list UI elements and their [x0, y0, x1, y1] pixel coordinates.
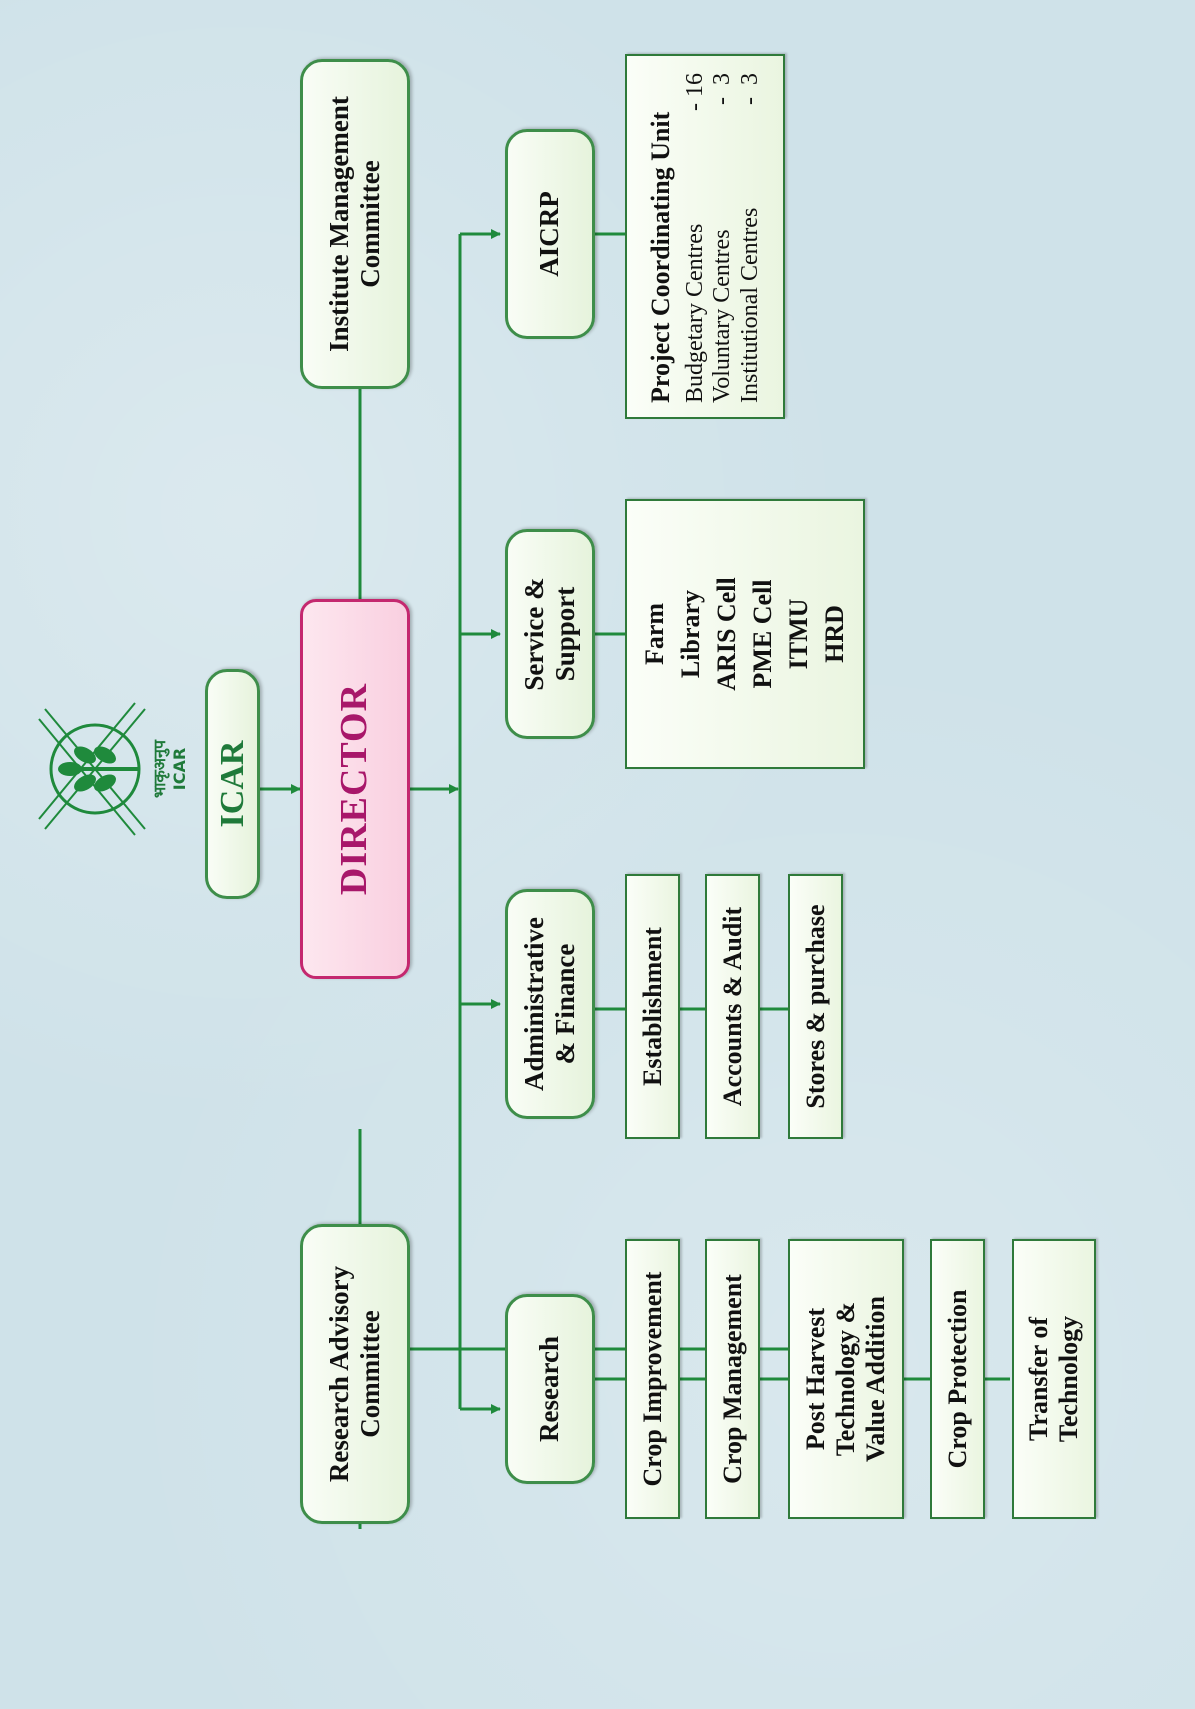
- rac-line-2: Committee: [355, 1310, 385, 1438]
- research-unit-transfer-of-technology: Transfer of Technology: [1012, 1239, 1096, 1519]
- division-admin-finance: Administrative & Finance: [505, 889, 595, 1119]
- division-service-support: Service & Support: [505, 529, 595, 739]
- research-advisory-committee-box: Research Advisory Committee: [300, 1224, 410, 1524]
- pcu-title: Project Coordinating Unit: [645, 111, 675, 403]
- research-unit-crop-improvement: Crop Improvement: [625, 1239, 680, 1519]
- division-research: Research: [505, 1294, 595, 1484]
- service-unit-library: Library: [676, 589, 706, 679]
- research-unit-crop-management: Crop Management: [705, 1239, 760, 1519]
- pcu-row-voluntary: Voluntary Centres - 3: [709, 73, 737, 403]
- service-unit-itmu: ITMU: [783, 598, 813, 670]
- imc-line-2: Committee: [355, 160, 385, 288]
- division-aicrp-label: AICRP: [534, 191, 565, 277]
- logo-hindi-text: भाकृअनुप: [150, 739, 170, 798]
- wheat-emblem-icon: भाकृअनुप ICAR: [38, 702, 189, 836]
- research-unit-label: Transfer of: [1024, 1317, 1054, 1441]
- service-unit-farm: Farm: [640, 602, 670, 666]
- icar-box: ICAR: [205, 669, 260, 899]
- division-research-label: Research: [534, 1336, 565, 1442]
- research-unit-label: Crop Protection: [942, 1289, 972, 1469]
- pcu-row-value: - 16: [681, 73, 708, 111]
- director-label: DIRECTOR: [333, 682, 376, 896]
- service-unit-aris-cell: ARIS Cell: [712, 577, 742, 691]
- admin-unit-label: Accounts & Audit: [717, 906, 747, 1107]
- research-unit-label: Value Addition: [860, 1296, 890, 1462]
- service-unit-hrd: HRD: [819, 605, 849, 663]
- division-service-label-1: Service &: [518, 577, 549, 691]
- pcu-row-value: - 3: [736, 73, 763, 105]
- director-box: DIRECTOR: [300, 599, 410, 979]
- icar-logo: भाकृअनुप ICAR: [25, 689, 195, 849]
- project-coordinating-unit-box: Project Coordinating Unit Budgetary Cent…: [625, 54, 785, 419]
- research-unit-label: Crop Improvement: [637, 1271, 667, 1487]
- pcu-row-label: Institutional Centres: [736, 207, 763, 403]
- service-units-box: Farm Library ARIS Cell PME Cell ITMU HRD: [625, 499, 865, 769]
- imc-line-1: Institute Management: [323, 96, 354, 352]
- service-unit-pme-cell: PME Cell: [748, 579, 777, 689]
- division-service-label-2: Support: [550, 586, 580, 682]
- division-admin-label-1: Administrative: [518, 917, 549, 1091]
- research-unit-label: Crop Management: [717, 1274, 747, 1484]
- admin-unit-accounts-audit: Accounts & Audit: [705, 874, 760, 1139]
- admin-unit-stores-purchase: Stores & purchase: [788, 874, 843, 1139]
- rac-line-1: Research Advisory: [323, 1265, 354, 1483]
- research-unit-label: Technology: [1054, 1315, 1083, 1443]
- admin-unit-label: Establishment: [637, 927, 667, 1086]
- pcu-row-institutional: Institutional Centres - 3: [737, 73, 765, 403]
- pcu-row-label: Budgetary Centres: [681, 223, 708, 403]
- pcu-row-label: Voluntary Centres: [709, 229, 736, 403]
- division-aicrp: AICRP: [505, 129, 595, 339]
- research-unit-label: Post Harvest: [801, 1307, 831, 1451]
- research-unit-post-harvest: Post Harvest Technology & Value Addition: [788, 1239, 904, 1519]
- pcu-row-budgetary: Budgetary Centres - 16: [682, 73, 710, 403]
- division-admin-label-2: & Finance: [550, 943, 580, 1065]
- admin-unit-label: Stores & purchase: [800, 904, 830, 1109]
- research-unit-label: Technology &: [831, 1301, 861, 1457]
- institute-management-committee-box: Institute Management Committee: [300, 59, 410, 389]
- pcu-row-value: - 3: [709, 73, 736, 105]
- logo-english-text: ICAR: [170, 748, 189, 790]
- admin-unit-establishment: Establishment: [625, 874, 680, 1139]
- research-unit-crop-protection: Crop Protection: [930, 1239, 985, 1519]
- icar-label: ICAR: [213, 740, 251, 828]
